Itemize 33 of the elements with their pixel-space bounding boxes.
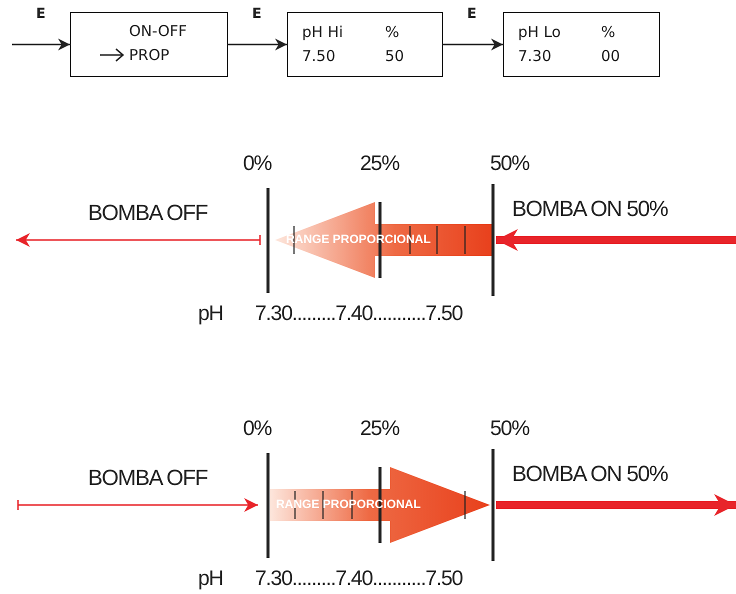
display-value: % xyxy=(601,23,616,41)
display-value: 7.50 xyxy=(302,47,336,65)
pump-state-label: BOMBA OFF xyxy=(88,200,208,226)
display-value: 50 xyxy=(385,47,404,65)
menu-option: ON-OFF xyxy=(129,22,187,40)
pump-state-label: BOMBA ON 50% xyxy=(512,196,668,222)
pump-state-label: BOMBA OFF xyxy=(88,465,208,491)
edge-label: E xyxy=(252,6,262,22)
percent-label: 0% xyxy=(243,152,272,176)
display-box xyxy=(287,12,443,77)
display-value: 00 xyxy=(601,47,620,65)
arrow xyxy=(443,38,503,50)
edge-label: E xyxy=(467,6,477,22)
percent-label: 50% xyxy=(490,152,530,176)
pump-state-label: BOMBA ON 50% xyxy=(512,461,668,487)
arrow xyxy=(12,38,70,50)
display-value: pH Hi xyxy=(302,23,344,41)
ph-scale-label: 7.30.........7.40...........7.50 xyxy=(255,302,462,326)
display-box xyxy=(503,12,660,77)
display-box xyxy=(70,12,228,77)
display-value: pH Lo xyxy=(518,23,561,41)
percent-label: 50% xyxy=(490,417,530,441)
display-value: 7.30 xyxy=(518,47,552,65)
menu-option: PROP xyxy=(129,46,170,64)
edge-label: E xyxy=(36,6,46,22)
display-value: % xyxy=(385,23,400,41)
ph-scale-label: 7.30.........7.40...........7.50 xyxy=(255,567,462,591)
ph-label: pH xyxy=(198,302,223,326)
ph-label: pH xyxy=(198,567,223,591)
arrow xyxy=(228,38,287,50)
percent-label: 25% xyxy=(360,417,400,441)
percent-label: 0% xyxy=(243,417,272,441)
percent-label: 25% xyxy=(360,152,400,176)
